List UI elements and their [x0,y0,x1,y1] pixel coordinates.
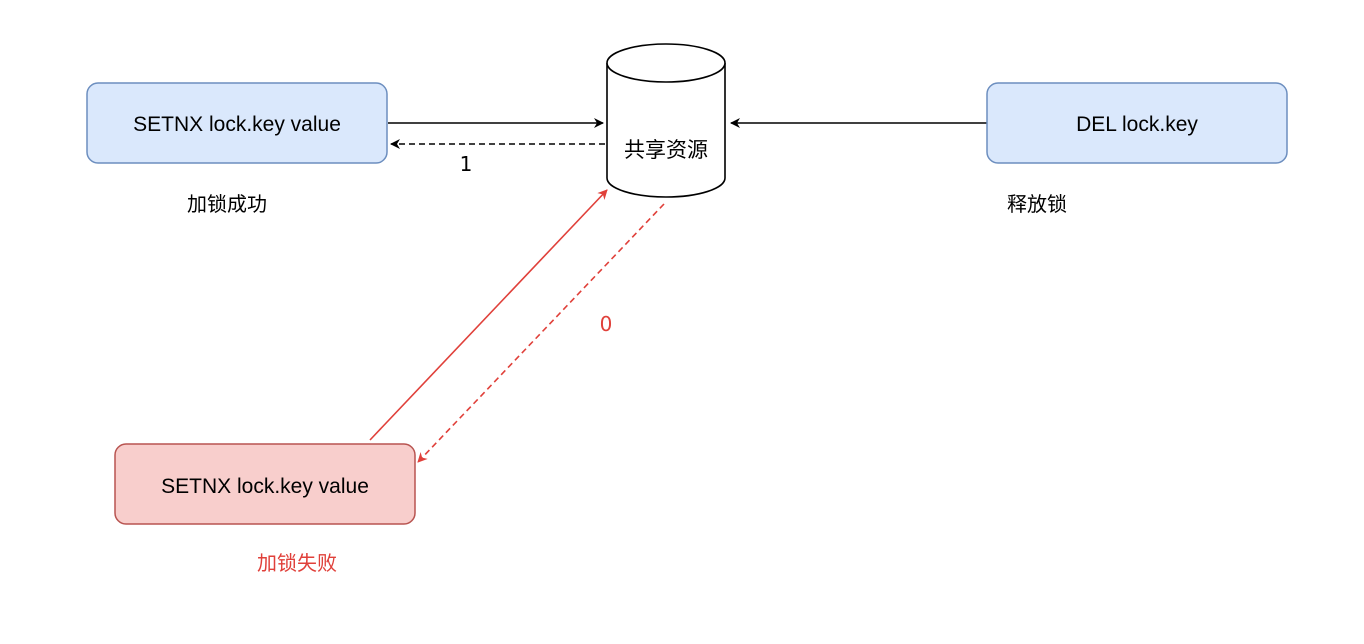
setnx-fail-label: SETNX lock.key value [161,475,369,498]
caption-lock-success: 加锁成功 [187,192,267,216]
edge-label-1: 1 [460,152,473,176]
setnx-success-node[interactable]: SETNX lock.key value [86,82,388,164]
caption-release-lock: 释放锁 [1007,192,1067,216]
shared-resource-label: 共享资源 [624,139,708,162]
del-lock-label: DEL lock.key [1076,113,1198,136]
setnx-success-label: SETNX lock.key value [133,113,341,136]
edge-resource-return-0 [417,203,665,463]
setnx-fail-node[interactable]: SETNX lock.key value [114,443,416,525]
edge-label-0: 0 [600,312,613,336]
shared-resource-node[interactable]: 共享资源 [606,43,726,198]
caption-lock-fail: 加锁失败 [257,551,337,575]
del-lock-node[interactable]: DEL lock.key [986,82,1288,164]
edge-fail-to-resource [369,189,608,441]
